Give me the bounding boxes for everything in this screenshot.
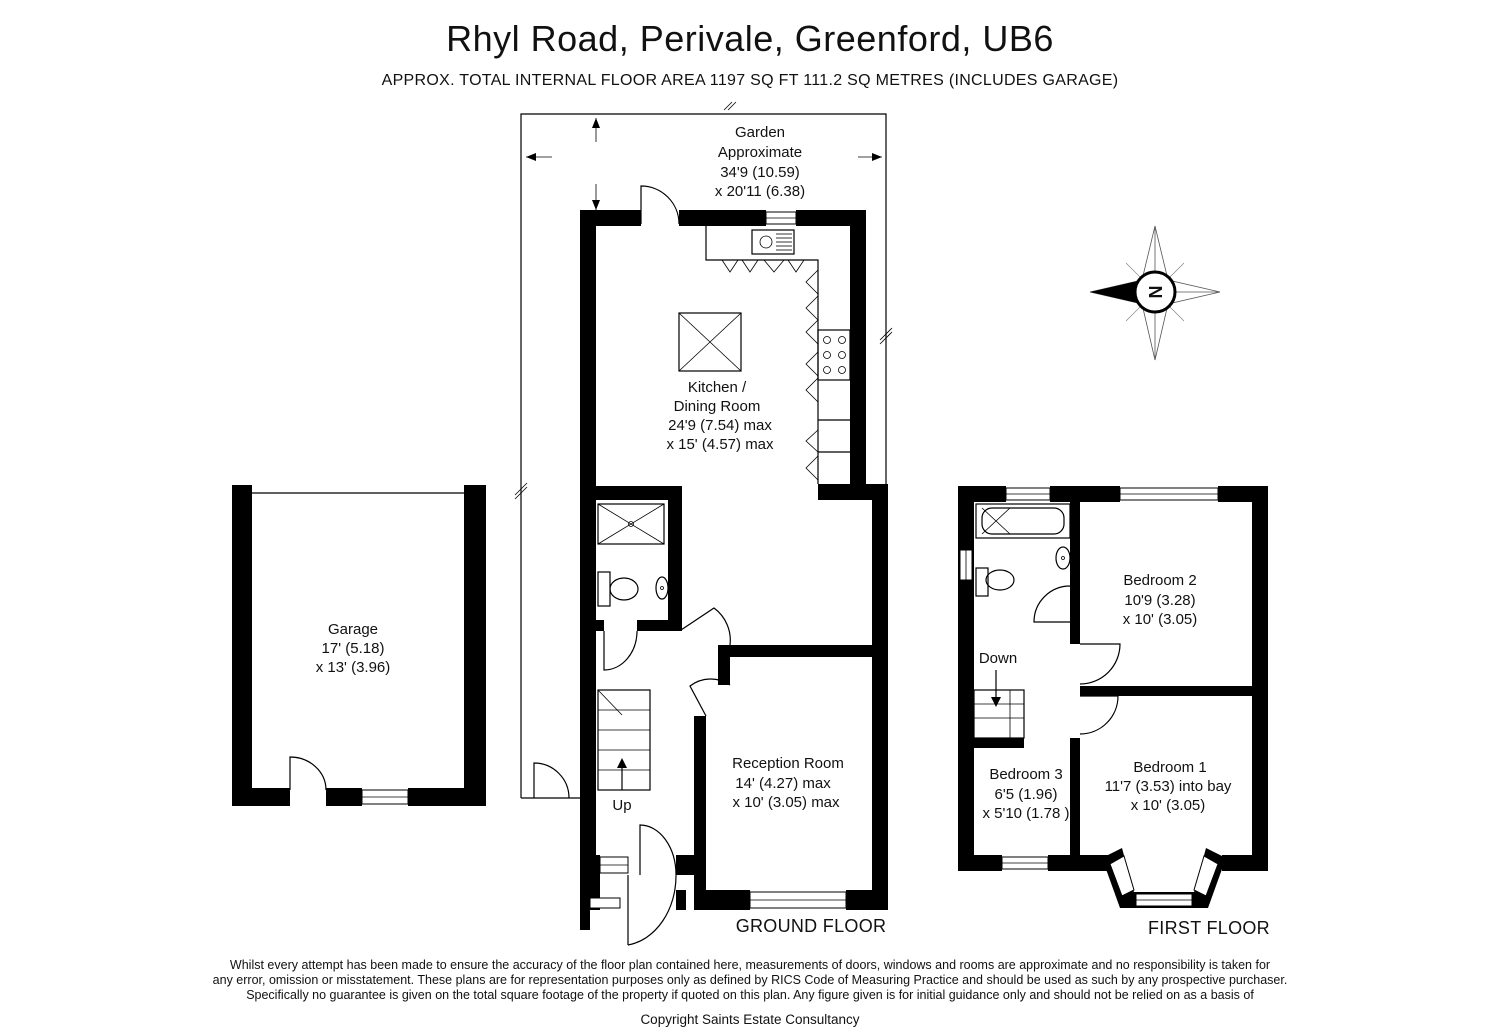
disclaimer-line-2: any error, omission or misstatement. The… bbox=[212, 973, 1288, 987]
kitchen-back-door bbox=[640, 185, 680, 225]
skylight bbox=[678, 312, 742, 372]
disclaimer-line-1: Whilst every attempt has been made to en… bbox=[229, 958, 1271, 972]
front-door bbox=[627, 874, 677, 946]
compass-rose-icon: N bbox=[1089, 225, 1221, 361]
garage bbox=[232, 485, 486, 806]
kitchen-units bbox=[705, 226, 851, 484]
shower-room bbox=[597, 503, 669, 607]
stairs-down-label: Down bbox=[979, 650, 1017, 667]
ground-floor-label: GROUND FLOOR bbox=[736, 916, 887, 936]
stairs-up bbox=[597, 689, 651, 791]
floor-area-subtitle: APPROX. TOTAL INTERNAL FLOOR AREA 1197 S… bbox=[381, 72, 1119, 89]
ground-floor-walls bbox=[580, 210, 888, 930]
disclaimer: Whilst every attempt has been made to en… bbox=[0, 958, 1500, 1003]
bathroom bbox=[975, 503, 1071, 597]
first-floor-label: FIRST FLOOR bbox=[1148, 918, 1270, 938]
stairs-down bbox=[973, 670, 1025, 739]
page-title: Rhyl Road, Perivale, Greenford, UB6 bbox=[446, 18, 1054, 59]
stairs-up-label: Up bbox=[612, 797, 631, 814]
garden-area bbox=[514, 101, 893, 799]
disclaimer-line-3: Specifically no guarantee is given on th… bbox=[246, 988, 1254, 1002]
hall-door-1 bbox=[603, 630, 638, 671]
hall-door-2 bbox=[680, 607, 731, 646]
reception-door bbox=[689, 678, 731, 717]
compass-letter: N bbox=[1145, 286, 1165, 299]
copyright: Copyright Saints Estate Consultancy bbox=[640, 1012, 860, 1027]
first-floor-walls bbox=[958, 486, 1268, 908]
